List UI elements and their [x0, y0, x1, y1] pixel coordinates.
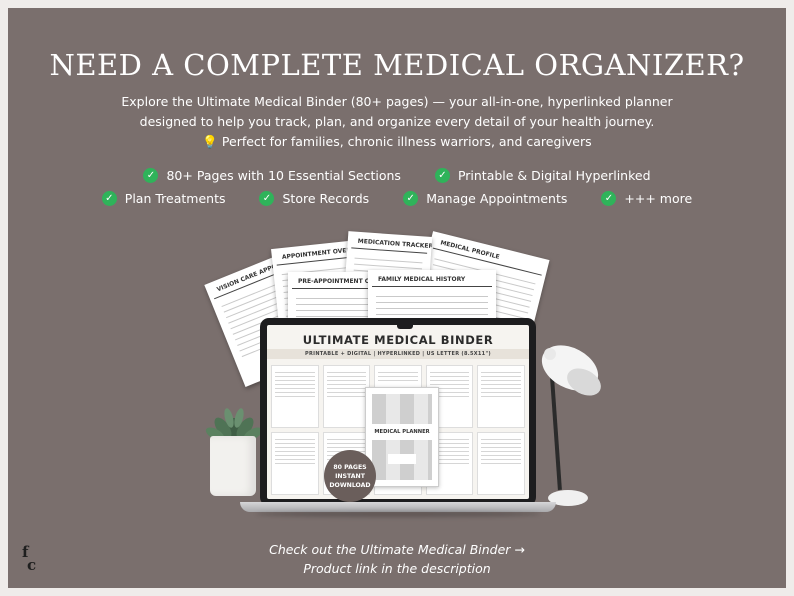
plant-pot: [210, 436, 256, 496]
cover-label-box: [388, 454, 416, 464]
screen-subtitle: PRINTABLE + DIGITAL | HYPERLINKED | US L…: [267, 349, 529, 359]
feature-label: Manage Appointments: [426, 191, 568, 206]
feature-item: ✓ +++ more: [601, 191, 692, 206]
sheet-title: PRE-APPOINTMENT CHECKLIST: [292, 272, 384, 289]
check-circle-icon: ✓: [434, 168, 450, 183]
feature-label: Plan Treatments: [124, 191, 226, 206]
lightbulb-icon: 💡: [202, 134, 218, 149]
call-to-action: Check out the Ultimate Medical Binder → …: [8, 540, 786, 578]
intro-text: Explore the Ultimate Medical Binder (80+…: [8, 92, 786, 152]
feature-label: +++ more: [624, 191, 693, 206]
laptop-base: [240, 502, 556, 512]
feature-item: ✓ Manage Appointments: [403, 191, 567, 206]
feature-label: Printable & Digital Hyperlinked: [457, 168, 651, 183]
check-circle-icon: ✓: [601, 191, 617, 206]
page-thumbnail: [477, 432, 525, 495]
intro-line-3-text: Perfect for families, chronic illness wa…: [221, 134, 592, 149]
intro-line-1: Explore the Ultimate Medical Binder (80+…: [121, 94, 673, 109]
feature-item: ✓ Plan Treatments: [101, 191, 226, 206]
cta-line-2: Product link in the description: [303, 561, 491, 576]
banner: NEED A COMPLETE MEDICAL ORGANIZER? Explo…: [8, 8, 786, 588]
feature-label: 80+ Pages with 10 Essential Sections: [166, 168, 401, 183]
check-circle-icon: ✓: [259, 191, 275, 206]
brand-logo: f c: [22, 543, 37, 574]
check-circle-icon: ✓: [403, 191, 419, 206]
logo-letter-bottom: c: [27, 556, 37, 574]
page-thumbnail: [477, 365, 525, 428]
badge-line-1: 80 PAGES: [333, 463, 367, 471]
feature-row-2: ✓ Plan Treatments ✓ Store Records ✓ Mana…: [8, 191, 786, 206]
page-thumbnail: [271, 365, 319, 428]
feature-item: ✓ 80+ Pages with 10 Essential Sections: [143, 168, 401, 183]
succulent-icon: [205, 408, 263, 442]
desk-lamp-icon: [541, 345, 601, 506]
camera-notch: [397, 325, 413, 329]
cta-line-1: Check out the Ultimate Medical Binder →: [269, 542, 525, 557]
feature-label: Store Records: [282, 191, 370, 206]
laptop-shadow: [256, 511, 540, 517]
headline: NEED A COMPLETE MEDICAL ORGANIZER?: [49, 48, 745, 82]
feature-item: ✓ Store Records: [259, 191, 369, 206]
check-circle-icon: ✓: [101, 191, 117, 206]
check-circle-icon: ✓: [143, 168, 159, 183]
laptop-screen: ULTIMATE MEDICAL BINDER PRINTABLE + DIGI…: [260, 318, 536, 506]
screen-display: ULTIMATE MEDICAL BINDER PRINTABLE + DIGI…: [267, 325, 529, 499]
page-thumbnail: [322, 365, 371, 428]
planner-cover: MEDICAL PLANNER: [365, 387, 439, 487]
badge-line-2: INSTANT: [335, 472, 365, 480]
logo-letter-top: f: [22, 543, 29, 561]
sheet-title: FAMILY MEDICAL HISTORY: [372, 270, 492, 287]
feature-item: ✓ Printable & Digital Hyperlinked: [434, 168, 651, 183]
intro-line-2: designed to help you track, plan, and or…: [139, 114, 655, 129]
badge-line-3: DOWNLOAD: [329, 481, 371, 489]
intro-line-3: 💡 Perfect for families, chronic illness …: [8, 132, 786, 152]
screen-title: ULTIMATE MEDICAL BINDER: [302, 333, 494, 347]
feature-row-1: ✓ 80+ Pages with 10 Essential Sections ✓…: [8, 168, 786, 183]
page-thumbnail: [271, 432, 319, 495]
pages-badge: 80 PAGES INSTANT DOWNLOAD: [324, 450, 376, 502]
cover-title: MEDICAL PLANNER: [366, 424, 438, 440]
feature-list: ✓ 80+ Pages with 10 Essential Sections ✓…: [8, 168, 786, 214]
